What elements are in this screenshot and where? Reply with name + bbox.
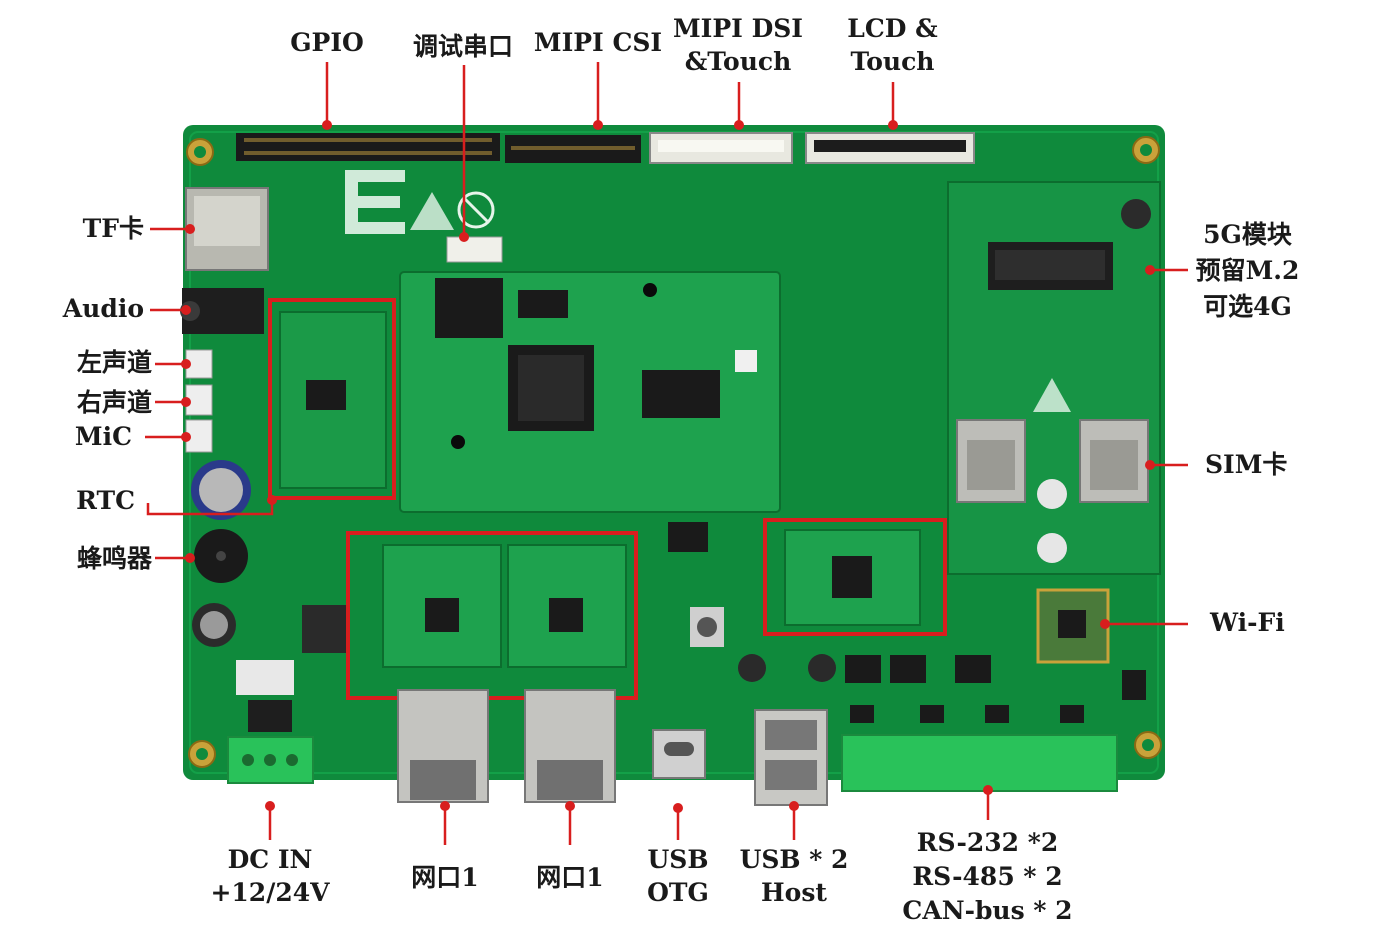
gpio-header [236, 133, 500, 161]
callout-leaders [145, 62, 1188, 845]
callout-usb-otg-line1: USB [647, 845, 709, 874]
callout-lcd-line1: LCD & [847, 14, 938, 43]
callout-mipi-csi: MIPI CSI [533, 28, 663, 57]
callout-serial-line2: RS-485 * 2 [912, 862, 1063, 891]
callout-5g-line3: 可选4G [1203, 292, 1292, 321]
callout-tf-card: TF卡 [82, 214, 144, 243]
m2-module-area [947, 181, 1161, 575]
callout-5g-line1: 5G模块 [1203, 220, 1292, 249]
callout-dc-in-line2: +12/24V [210, 878, 330, 907]
rs-transceiver-highlight [763, 518, 947, 636]
callout-lcd-line2: Touch [850, 47, 935, 76]
callout-eth-2: 网口1 [536, 863, 604, 892]
callout-right-channel: 右声道 [76, 388, 152, 417]
callout-mic: MiC [74, 422, 132, 451]
callout-left-channel: 左声道 [76, 348, 152, 377]
callout-dc-in-line1: DC IN [227, 845, 313, 874]
callout-mipi-dsi-line2: &Touch [684, 47, 792, 76]
callout-sim-card: SIM卡 [1205, 450, 1288, 479]
callout-serial-line3: CAN-bus * 2 [902, 896, 1073, 925]
callout-usb-host-line1: USB * 2 [739, 845, 849, 874]
callout-gpio: GPIO [290, 28, 364, 57]
callout-serial-line1: RS-232 *2 [916, 828, 1059, 857]
callout-usb-otg-line2: OTG [647, 878, 709, 907]
callout-dots [181, 120, 1155, 813]
callout-audio: Audio [62, 294, 144, 323]
callout-eth-1: 网口1 [411, 863, 479, 892]
audio-codec-highlight [268, 298, 396, 500]
callout-buzzer: 蜂鸣器 [76, 544, 152, 573]
callout-usb-host-line2: Host [761, 878, 827, 907]
callout-mipi-dsi-line1: MIPI DSI [673, 14, 803, 43]
serial-terminal-block [841, 734, 1118, 792]
brand-logo [345, 170, 405, 234]
callout-rtc: RTC [76, 486, 135, 515]
callout-5g-line2: 预留M.2 [1195, 256, 1300, 285]
mounting-holes [186, 136, 1162, 768]
callout-debug-serial: 调试串口 [412, 32, 513, 61]
callout-wifi: Wi-Fi [1210, 608, 1285, 637]
ethernet-phy-highlight [346, 531, 638, 700]
debug-serial-connector [446, 236, 503, 263]
